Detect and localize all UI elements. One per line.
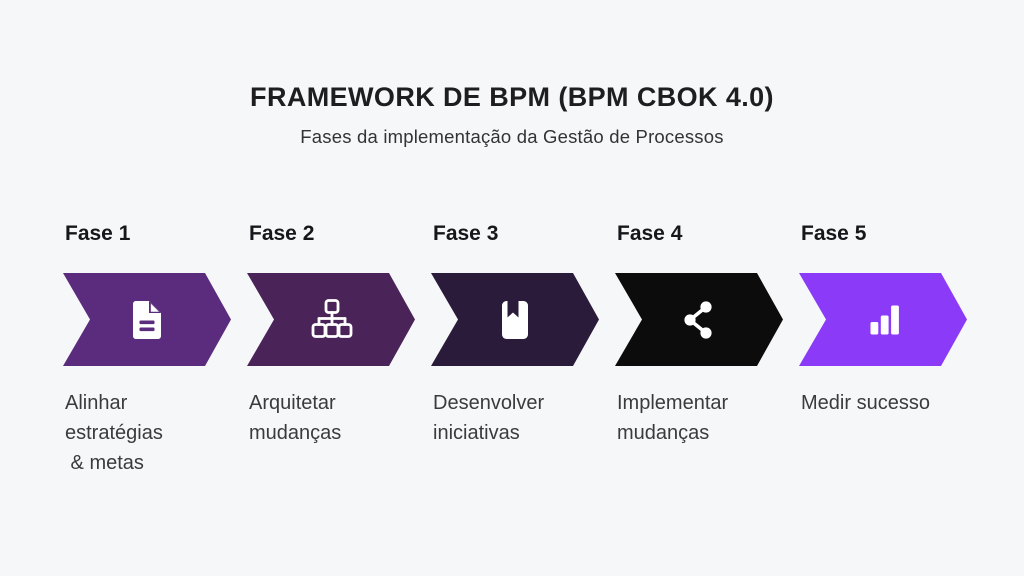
phase-5-description: Medir sucesso: [801, 392, 930, 414]
phase-3-description: Desenvolver iniciativas: [433, 392, 545, 444]
phase-1-arrow: [63, 273, 231, 366]
phase-4-arrow: [615, 273, 783, 366]
phase-4-label: Fase 4: [617, 222, 683, 245]
phase-3: Fase 3 Desenvolver iniciativas: [431, 222, 599, 478]
phase-5-arrow: [799, 273, 967, 366]
phase-4: Fase 4 Implementar mudanças: [615, 222, 783, 478]
page-subtitle: Fases da implementação da Gestão de Proc…: [300, 126, 724, 147]
org-chart-icon: [307, 296, 355, 344]
phase-2-arrow: [247, 273, 415, 366]
header: FRAMEWORK DE BPM (BPM CBOK 4.0) Fases da…: [0, 0, 1024, 148]
phase-2: Fase 2 Arquitetar mudanças: [247, 222, 415, 478]
phase-1-description: Alinhar estratégias & metas: [65, 392, 163, 474]
bar-chart-icon: [859, 296, 907, 344]
phase-1-label: Fase 1: [65, 222, 131, 245]
document-icon: [123, 296, 171, 344]
phases-row: Fase 1 Alinhar estratégias & metas Fase …: [63, 222, 967, 478]
phase-5: Fase 5 Medir sucesso: [799, 222, 967, 478]
book-icon: [491, 296, 539, 344]
phase-3-label: Fase 3: [433, 222, 499, 245]
share-icon: [675, 296, 723, 344]
phase-4-description: Implementar mudanças: [617, 392, 729, 444]
page-title: FRAMEWORK DE BPM (BPM CBOK 4.0): [250, 82, 774, 112]
phase-2-label: Fase 2: [249, 222, 315, 245]
phase-3-arrow: [431, 273, 599, 366]
phase-2-description: Arquitetar mudanças: [249, 392, 342, 444]
phase-5-label: Fase 5: [801, 222, 867, 245]
phase-1: Fase 1 Alinhar estratégias & metas: [63, 222, 231, 478]
